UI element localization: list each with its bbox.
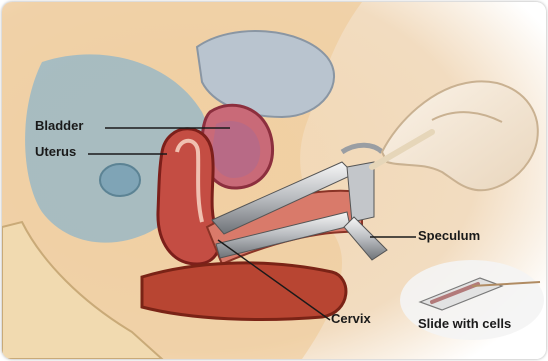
speculum-label: Speculum <box>418 228 480 243</box>
uterus-label: Uterus <box>35 144 76 159</box>
cervix-label: Cervix <box>331 311 371 326</box>
slide-label: Slide with cells <box>418 316 511 331</box>
ovary <box>100 164 140 196</box>
uterus-organ <box>158 129 219 264</box>
bladder-label: Bladder <box>35 118 83 133</box>
rectum <box>142 263 346 320</box>
